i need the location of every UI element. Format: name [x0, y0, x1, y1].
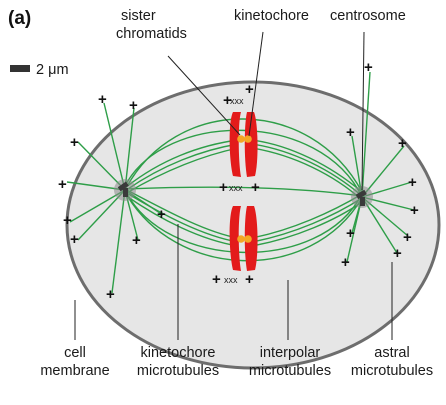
plus-end-mark: + — [398, 135, 407, 152]
plus-end-mark: + — [403, 229, 412, 246]
plus-end-mark: + — [157, 206, 166, 223]
plus-end-mark: + — [346, 124, 355, 141]
plus-end-mark: + — [245, 271, 254, 288]
plus-end-mark: + — [408, 174, 417, 191]
label-interpolar-microtubules-line2: microtubules — [249, 363, 331, 379]
label-kinetochore: kinetochore — [234, 8, 309, 24]
plus-end-mark: + — [132, 232, 141, 249]
centrosome-left — [114, 179, 136, 201]
scale-bar-label: 2 μm — [36, 62, 69, 78]
label-kinetochore-microtubules-line1: kinetochore — [141, 345, 216, 361]
label-sister-chromatids-line1: sister — [121, 8, 156, 24]
label-astral-microtubules-line2: microtubules — [351, 363, 433, 379]
label-centrosome: centrosome — [330, 8, 406, 24]
centriole — [360, 197, 365, 206]
x-mark: xxx — [229, 183, 243, 193]
label-astral-microtubules-line1: astral — [374, 345, 409, 361]
plus-end-mark: + — [341, 254, 350, 271]
kinetochore-dot — [237, 235, 245, 243]
panel-label: (a) — [8, 8, 31, 29]
plus-end-mark: + — [129, 97, 138, 114]
plus-end-mark: + — [98, 91, 107, 108]
plus-end-mark: + — [212, 271, 221, 288]
x-mark: xxx — [224, 275, 238, 285]
kinetochore-dot — [244, 135, 252, 143]
label-cell-membrane-line1: cell — [64, 345, 86, 361]
plus-end-mark: + — [58, 176, 67, 193]
x-mark: xxx — [230, 96, 244, 106]
plus-end-mark: + — [346, 225, 355, 242]
label-sister-chromatids-line2: chromatids — [116, 26, 187, 42]
kinetochore-dot — [237, 135, 245, 143]
plus-end-mark: + — [106, 286, 115, 303]
kinetochore-dot — [244, 235, 252, 243]
plus-end-mark: + — [245, 81, 254, 98]
scale-bar — [10, 65, 30, 72]
plus-end-mark: + — [63, 212, 72, 229]
plus-end-mark: + — [393, 245, 402, 262]
plus-end-mark: + — [364, 59, 373, 76]
label-interpolar-microtubules-line1: interpolar — [260, 345, 321, 361]
label-kinetochore-microtubules-line2: microtubules — [137, 363, 219, 379]
plus-end-mark: + — [70, 134, 79, 151]
plus-end-mark: + — [219, 179, 228, 196]
plus-end-mark: + — [251, 179, 260, 196]
centriole — [123, 188, 128, 197]
plus-end-mark: + — [410, 202, 419, 219]
label-cell-membrane-line2: membrane — [40, 363, 109, 379]
plus-end-mark: + — [70, 231, 79, 248]
